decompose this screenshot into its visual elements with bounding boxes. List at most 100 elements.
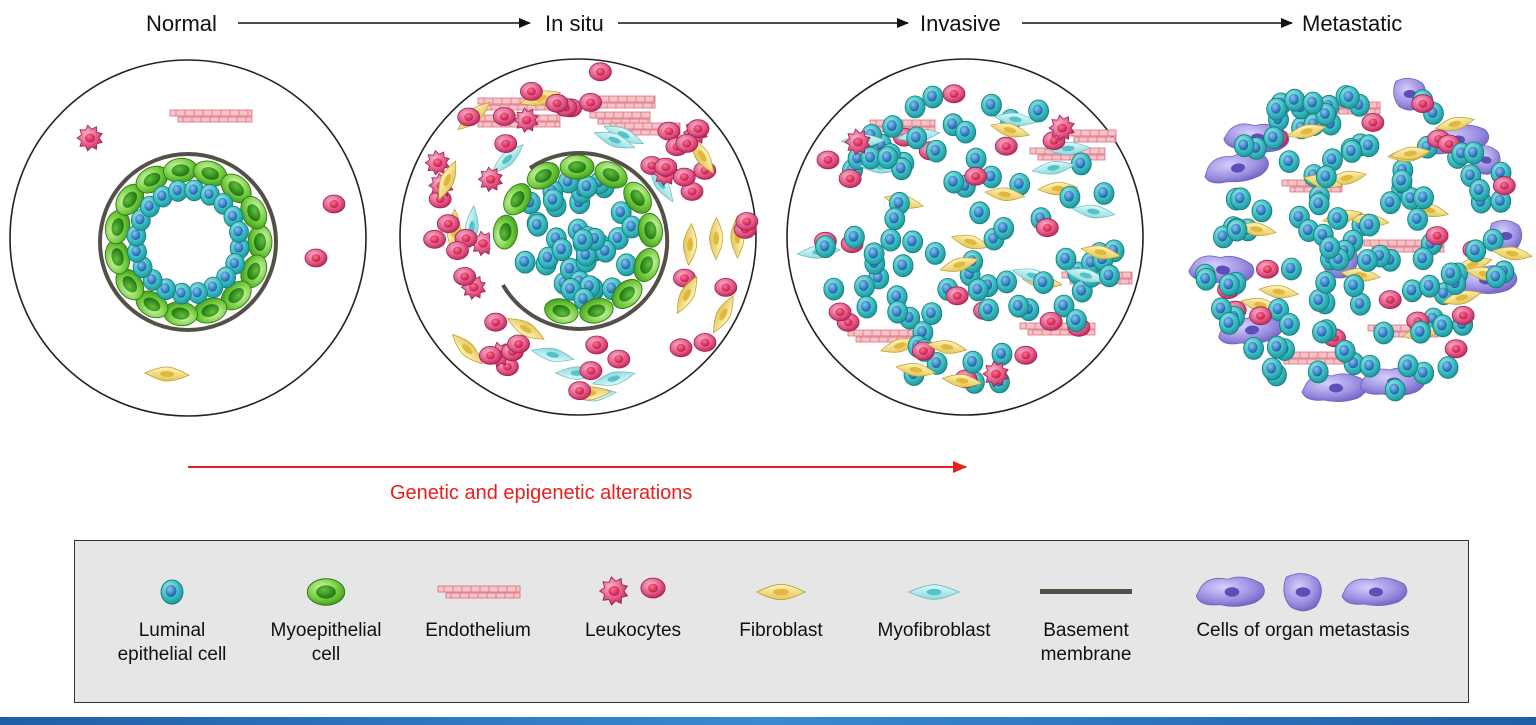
leukocyte-cell: [1035, 218, 1059, 238]
luminal-cell: [1319, 236, 1341, 260]
luminal-cell: [967, 278, 989, 302]
luminal-cell: [1070, 152, 1092, 176]
leukocyte-cell: [568, 381, 592, 401]
leukocyte-cell: [589, 62, 612, 82]
myofibroblast-cell: [593, 131, 636, 149]
leukocyte-cell: [838, 169, 862, 189]
fibroblast-cell: [755, 583, 807, 601]
leukocyte-cell: [76, 124, 103, 152]
fibroblast-cell: [990, 122, 1030, 138]
metastatic-stage-cells: [1188, 77, 1533, 402]
myoepithelial-cell: [163, 301, 198, 327]
luminal-cell: [1482, 228, 1504, 252]
myoepithelial-cell: [240, 254, 268, 289]
leukocyte-cell: [844, 128, 871, 156]
luminal-cell: [1463, 141, 1485, 165]
basement-membrane: [98, 152, 278, 332]
luminal-cell: [978, 298, 999, 322]
fibroblast-cell: [1326, 170, 1368, 185]
myoepithelial-cell: [503, 183, 532, 216]
luminal-cell: [925, 139, 947, 163]
luminal-cell: [514, 250, 536, 274]
leukocyte-cell: [446, 241, 469, 261]
leukocyte-cell: [994, 136, 1018, 156]
luminal-cell: [1251, 199, 1273, 223]
leukocyte-cell: [640, 577, 666, 599]
legend-label-myoepithelial-2: cell: [312, 644, 341, 665]
luminal-cell: [863, 242, 885, 266]
leukocyte-cell: [675, 133, 699, 153]
luminal-cell: [1315, 271, 1337, 294]
leukocyte-cell: [982, 360, 1009, 388]
fibroblast-cell: [451, 333, 483, 365]
fibroblast-cell: [1434, 116, 1475, 131]
luminal-cell: [1279, 312, 1300, 336]
fibroblast-cell: [683, 222, 698, 267]
leukocyte-cell: [478, 345, 502, 365]
leukocyte-cell: [494, 134, 518, 154]
myoepithelial-cell: [163, 157, 198, 183]
legend-label-metastasis: Cells of organ metastasis: [1196, 620, 1409, 641]
luminal-cell: [1266, 335, 1288, 359]
myoepithelial-cell: [579, 297, 614, 324]
leukocyte-cell: [714, 277, 738, 297]
normal-stage-circle: [9, 59, 367, 417]
luminal-cell: [1465, 239, 1487, 263]
luminal-cell: [576, 175, 598, 199]
legend-label-endothelium: Endothelium: [425, 620, 531, 641]
endothelium-vessel: [437, 585, 521, 599]
luminal-cell: [1391, 169, 1413, 193]
luminal-cell: [1373, 321, 1395, 345]
metastasis-cell: [1341, 577, 1408, 606]
luminal-cell: [1402, 279, 1423, 303]
luminal-cell: [1261, 357, 1283, 381]
myoepithelial-cell: [526, 162, 560, 190]
luminal-cell: [965, 147, 987, 171]
leukocyte-cell: [693, 333, 717, 352]
invasive-stage-cells: [796, 84, 1133, 394]
myoepithelial-cell: [240, 195, 268, 230]
luminal-cell: [815, 235, 836, 259]
luminal-cell: [924, 241, 946, 265]
luminal-cell: [616, 253, 637, 277]
legend-icons: [160, 573, 1408, 612]
luminal-cell: [1410, 320, 1431, 344]
myoepithelial-cell: [544, 298, 579, 324]
fibroblast-cell: [713, 295, 734, 334]
luminal-cell: [1066, 309, 1087, 332]
luminal-cell: [551, 238, 573, 262]
leukocyte-cell: [945, 286, 969, 306]
luminal-cell: [991, 342, 1013, 366]
leukocyte-cell: [585, 335, 609, 355]
luminal-cell: [902, 230, 924, 254]
legend-label-luminal-1: Luminal: [139, 620, 206, 641]
fibroblast-cell: [1286, 124, 1327, 139]
stage-label-metastatic: Metastatic: [1302, 11, 1402, 36]
leukocyte-cell: [598, 576, 629, 606]
luminal-cell: [1419, 274, 1440, 298]
luminal-cell: [882, 115, 904, 138]
luminal-cell: [880, 228, 902, 252]
luminal-cell: [1263, 126, 1285, 150]
luminal-cell: [1490, 189, 1512, 213]
stage-label-in-situ: In situ: [545, 11, 604, 36]
luminal-cell: [921, 302, 943, 326]
myoepithelial-cell: [594, 161, 628, 189]
luminal-cell: [1093, 182, 1115, 205]
leukocyte-cell: [964, 166, 988, 186]
luminal-cell: [1339, 86, 1360, 109]
fibroblast-cell: [676, 275, 698, 315]
leukocyte-cell: [1378, 290, 1402, 310]
luminal-cell: [1437, 356, 1459, 379]
fibroblast-cell: [939, 257, 980, 272]
legend-label-luminal-2: epithelial cell: [118, 644, 227, 665]
luminal-cell: [1281, 257, 1302, 281]
luminal-cell: [887, 300, 909, 324]
luminal-cell: [1308, 192, 1330, 216]
luminal-cell: [1278, 150, 1300, 174]
leukocyte-cell: [579, 93, 602, 112]
footer-bar: [0, 717, 1536, 725]
myofibroblast-cell: [530, 347, 575, 362]
leukocyte-cell: [484, 312, 508, 332]
fibroblast-cell: [941, 374, 983, 388]
